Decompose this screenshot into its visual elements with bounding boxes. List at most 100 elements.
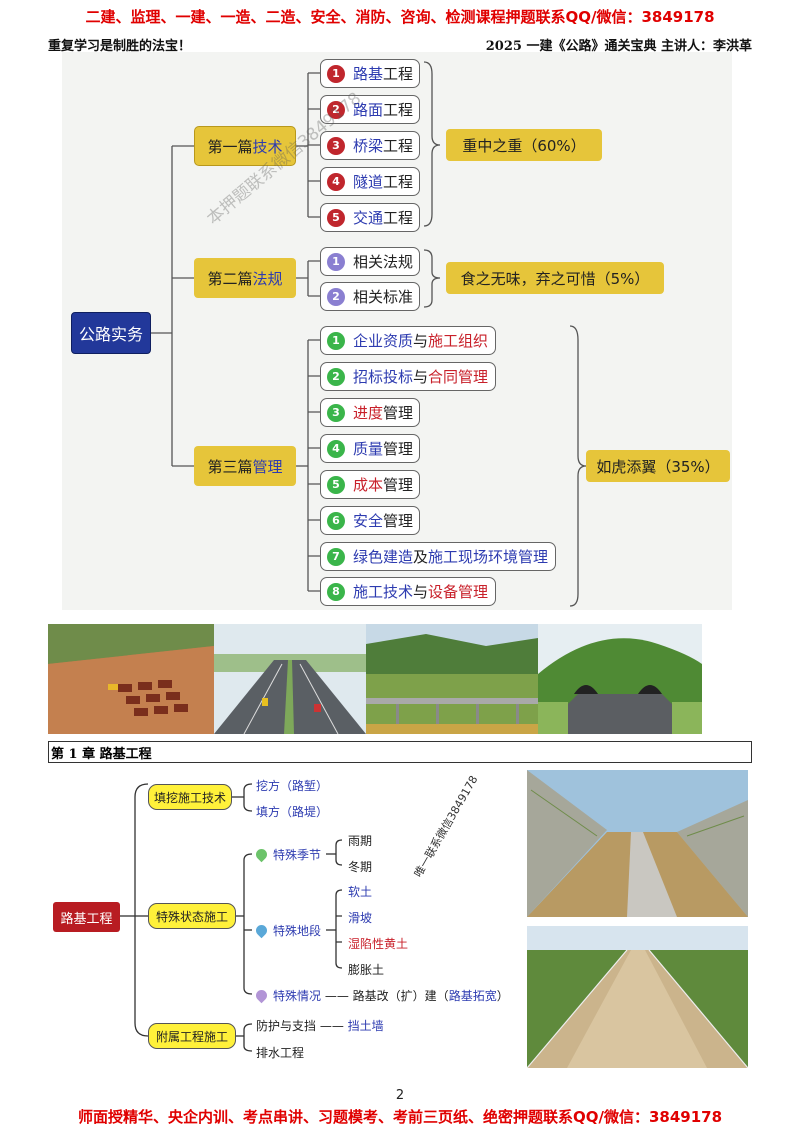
branch-fill-excavation: 填挖施工技术 <box>148 784 232 810</box>
item-joiner: 与 <box>413 332 429 350</box>
chapter-root: 路基工程 <box>53 902 120 932</box>
number-badge: 5 <box>327 475 345 494</box>
part3-item-4: 4 质量管理 <box>320 434 420 463</box>
part3-name: 管理 <box>252 457 283 476</box>
number-badge: 1 <box>327 331 345 350</box>
item-text: 工程 <box>383 65 414 83</box>
tunnel-image <box>538 624 702 734</box>
protection-text: 防护与支挡 <box>256 1019 317 1033</box>
photo-roadbed-cut <box>527 770 748 917</box>
bottom-banner: 师面授精华、央企内训、考点串讲、习题模考、考前三页纸、绝密押题联系QQ/微信：3… <box>77 1108 723 1126</box>
number-badge: 4 <box>327 172 345 191</box>
photo-roadbed-fill <box>527 926 748 1068</box>
item-keyword: 路面 <box>353 101 384 119</box>
item-keyword: 安全 <box>353 512 384 530</box>
item-keyword: 进度 <box>353 404 384 422</box>
part2-label: 第二篇 法规 <box>194 258 296 298</box>
part2-prefix: 第二篇 <box>207 269 253 288</box>
number-badge: 1 <box>327 64 345 83</box>
mindmap-connectors <box>150 61 587 607</box>
dash: —— <box>319 1019 344 1033</box>
item-text: 工程 <box>383 209 414 227</box>
leaf-rainy-season: 雨期 <box>348 834 373 848</box>
number-badge: 5 <box>327 208 345 227</box>
chapter-title: 第 1 章 路基工程 <box>48 741 752 763</box>
item-keyword-2: 施工组织 <box>428 332 489 350</box>
part1-label: 第一篇 技术 <box>194 126 296 166</box>
number-badge: 6 <box>327 511 345 530</box>
item-keyword-2: 合同管理 <box>428 368 489 386</box>
branch-ancillary-works: 附属工程施工 <box>148 1023 236 1049</box>
number-badge: 2 <box>327 100 345 119</box>
number-badge: 2 <box>327 367 345 386</box>
item-text: 管理 <box>383 440 414 458</box>
retaining-wall-text: 挡土墙 <box>347 1019 384 1033</box>
leaf-protection-retaining: 防护与支挡 —— 挡土墙 <box>256 1017 384 1034</box>
sub-special-situation-label: 特殊情况 <box>273 989 322 1003</box>
item-keyword: 招标投标 <box>353 368 414 386</box>
item-text: 工程 <box>383 137 414 155</box>
page-number: 2 <box>395 1088 405 1103</box>
sub-special-season-label: 特殊季节 <box>273 848 322 862</box>
number-badge: 2 <box>327 287 345 306</box>
highway-image <box>214 624 366 734</box>
item-text: 管理 <box>383 476 414 494</box>
pin-icon <box>253 846 270 863</box>
part3-summary: 如虎添翼（35%） <box>586 450 730 482</box>
item-keyword: 桥梁 <box>353 137 384 155</box>
part1-summary: 重中之重（60%） <box>446 129 602 161</box>
pin-icon <box>253 987 270 1004</box>
leaf-excavation: 挖方（路堑） <box>256 777 328 794</box>
widening-text: 路基改（扩）建（ <box>352 989 449 1003</box>
part1-prefix: 第一篇 <box>207 137 253 156</box>
item-text: 相关法规 <box>353 253 414 271</box>
leaf-expansive-soil: 膨胀土 <box>348 963 385 977</box>
item-text: 相关标准 <box>353 288 414 306</box>
leaf-fill-text: 填方（路堤） <box>256 805 329 819</box>
number-badge: 4 <box>327 439 345 458</box>
part2-item-2: 2 相关标准 <box>320 282 420 311</box>
number-badge: 3 <box>327 136 345 155</box>
number-badge: 7 <box>327 547 345 566</box>
photo-bridge <box>366 624 538 734</box>
part3-prefix: 第三篇 <box>207 457 253 476</box>
leaf-excavation-text: 挖方（路堑） <box>256 779 329 793</box>
top-banner: 二建、监理、一建、一造、二造、安全、消防、咨询、检测课程押题联系QQ/微信：38… <box>85 8 715 26</box>
widening-close: ） <box>496 989 509 1003</box>
part1-name: 技术 <box>252 137 283 156</box>
part3-label: 第三篇 管理 <box>194 446 296 486</box>
photo-roadbed-earthwork <box>48 624 214 734</box>
number-badge: 3 <box>327 403 345 422</box>
roadbed-fill-image <box>527 926 748 1068</box>
part3-item-1: 1 企业资质与施工组织 <box>320 326 496 355</box>
item-keyword: 施工技术 <box>353 583 414 601</box>
item-joiner: 与 <box>413 583 429 601</box>
leaf-collapsible-loess: 湿陷性黄土 <box>348 937 409 951</box>
sub-special-situation: 特殊情况 —— 路基改（扩）建（路基拓宽） <box>253 987 509 1004</box>
leaf-drainage: 排水工程 <box>256 1046 305 1060</box>
widening-keyword: 路基拓宽 <box>448 989 497 1003</box>
mindmap-root: 公路实务 <box>71 312 151 354</box>
item-keyword: 企业资质 <box>353 332 414 350</box>
item-keyword: 绿色建造 <box>353 548 414 566</box>
number-badge: 8 <box>327 582 345 601</box>
item-keyword-2: 设备管理 <box>428 583 489 601</box>
sub-special-ground-label: 特殊地段 <box>273 924 322 938</box>
item-joiner: 与 <box>413 368 429 386</box>
bridge-image <box>366 624 538 734</box>
photo-highway <box>214 624 366 734</box>
item-keyword: 交通 <box>353 209 384 227</box>
leaf-soft-soil: 软土 <box>348 885 373 899</box>
pin-icon <box>253 922 270 939</box>
item-text: 管理 <box>383 512 414 530</box>
item-keyword: 质量 <box>353 440 384 458</box>
part3-item-8: 8 施工技术与设备管理 <box>320 577 496 606</box>
leaf-winter-season: 冬期 <box>348 860 373 874</box>
header-left: 重复学习是制胜的法宝！ <box>48 39 192 54</box>
